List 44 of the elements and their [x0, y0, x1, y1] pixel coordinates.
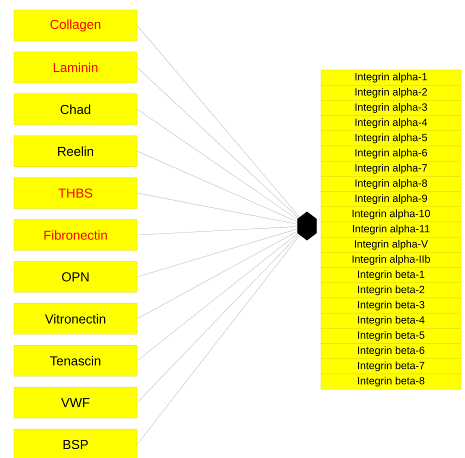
integrin-cell: Integrin beta-5 [320, 328, 462, 344]
integrin-cell: Integrin alpha-5 [320, 130, 462, 146]
integrin-cell: Integrin beta-3 [320, 298, 462, 314]
integrin-cell: Integrin alpha-7 [320, 161, 462, 177]
connector-line [136, 25, 300, 218]
protein-box: BSP [14, 428, 138, 458]
integrin-cell: Integrin alpha-4 [320, 115, 462, 131]
hub-shape [297, 212, 317, 240]
protein-box: Collagen [14, 10, 138, 42]
connector-line [136, 226, 298, 236]
connector-line [136, 192, 298, 224]
connector-line [136, 231, 298, 320]
integrin-cell: Integrin alpha-3 [320, 100, 462, 116]
integrin-cell: Integrin beta-6 [320, 343, 462, 359]
connector-line [136, 109, 298, 220]
protein-box: Tenascin [14, 345, 138, 376]
integrin-cell: Integrin alpha-IIb [320, 252, 462, 268]
integrin-cell: Integrin alpha-1 [320, 70, 462, 86]
connector-line [136, 233, 298, 361]
protein-box: Vitronectin [14, 303, 138, 334]
integrin-cell: Integrin beta-4 [320, 313, 462, 329]
connector-line [136, 234, 300, 445]
protein-box: THBS [14, 177, 138, 209]
integrin-cell: Integrin alpha-6 [320, 146, 462, 162]
connector-line [136, 150, 298, 222]
connector-line [136, 67, 299, 218]
protein-box: Laminin [14, 52, 138, 84]
protein-box: VWF [14, 386, 138, 418]
integrin-cell: Integrin alpha-2 [320, 85, 462, 101]
protein-box: Reelin [14, 136, 138, 167]
integrin-cell: Integrin alpha-9 [320, 191, 462, 207]
integrin-cell: Integrin beta-7 [320, 358, 462, 374]
integrin-cell: Integrin alpha-V [320, 237, 462, 253]
integrin-cell: Integrin beta-1 [320, 267, 462, 283]
integrin-cell: Integrin alpha-10 [320, 206, 462, 222]
connector-line [136, 228, 298, 278]
integrin-cell: Integrin alpha-8 [320, 176, 462, 192]
integrin-cell: Integrin beta-2 [320, 282, 462, 298]
protein-box: Chad [14, 94, 138, 125]
protein-box: OPN [14, 261, 138, 293]
connector-line [136, 234, 300, 403]
protein-box: Fibronectin [14, 219, 138, 251]
integrin-cell: Integrin beta-8 [320, 374, 462, 390]
integrin-cell: Integrin alpha-11 [320, 222, 462, 238]
